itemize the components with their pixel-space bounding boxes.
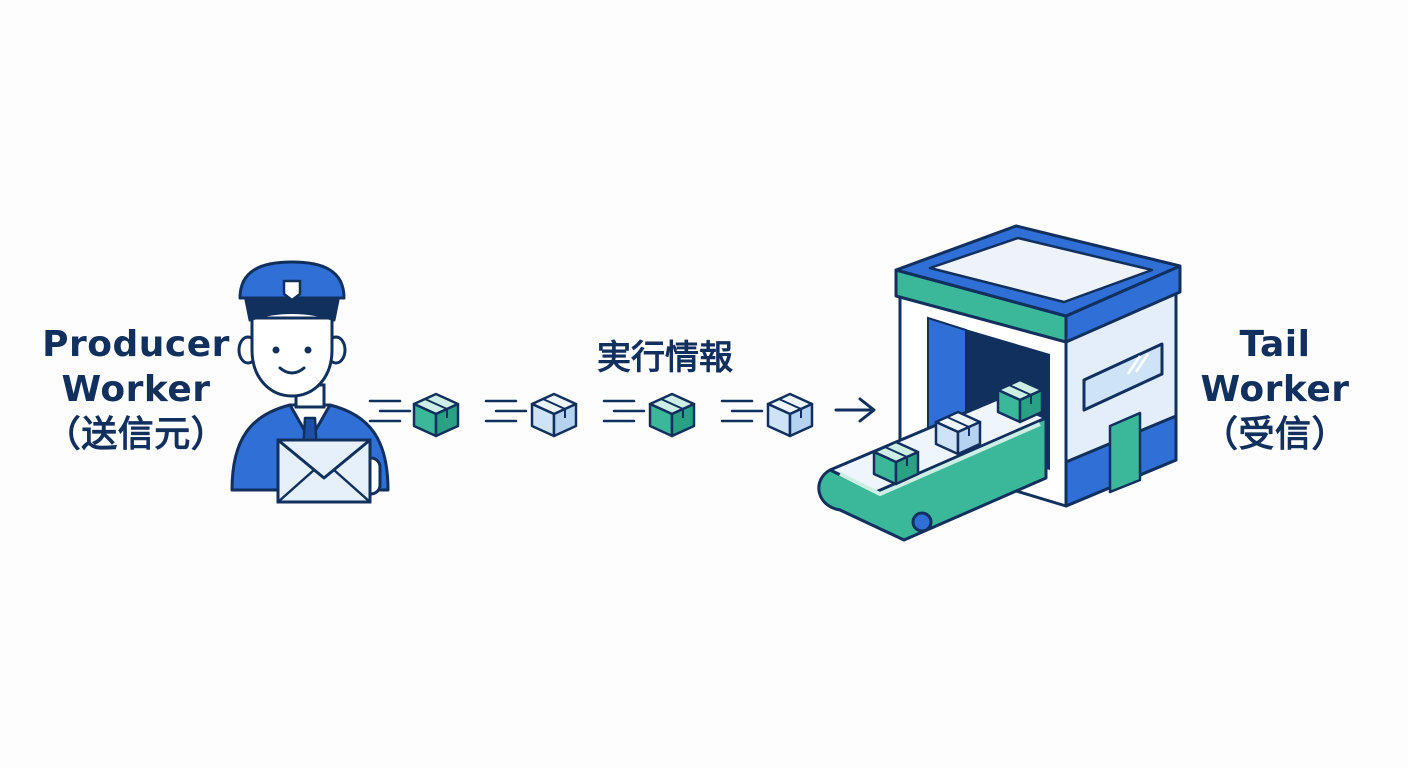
flying-package-icon [602, 392, 696, 438]
tail-label: Tail Worker （受信） [1190, 322, 1360, 457]
tail-label-line3: （受信） [1201, 414, 1348, 455]
execution-info-label: 実行情報 [597, 338, 733, 378]
postman-with-envelope-icon [230, 260, 390, 504]
flying-package-icon [484, 392, 578, 438]
flying-package-icon [368, 392, 460, 438]
producer-label: Producer Worker （送信元） [36, 322, 236, 457]
flying-package-icon [720, 392, 814, 438]
producer-label-line3: （送信元） [44, 414, 228, 455]
factory-conveyor-icon [817, 224, 1182, 542]
tail-label-line2: Worker [1200, 369, 1350, 410]
arrow-right-icon [834, 397, 876, 423]
tail-label-line1: Tail [1239, 324, 1311, 365]
producer-label-line2: Worker [61, 369, 211, 410]
producer-label-line1: Producer [42, 324, 230, 365]
